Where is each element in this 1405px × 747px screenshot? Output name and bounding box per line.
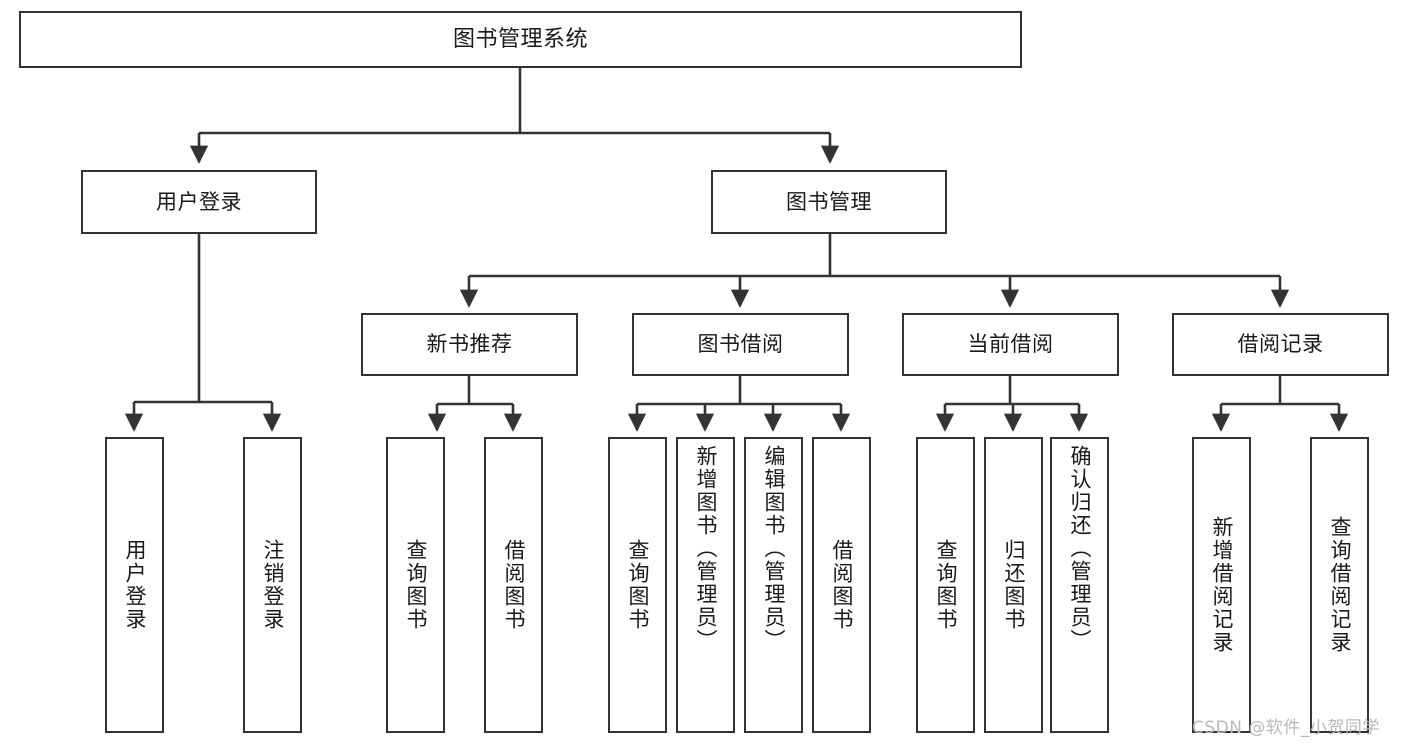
node-book-borrow[interactable]: 图书借阅 (632, 313, 849, 376)
csdn-watermark: CSDN @软件_小贺同学 (1192, 718, 1380, 738)
node-user-login-label: 用户登录 (156, 189, 242, 214)
node-leaf-query-record[interactable]: 查询借阅记录 (1310, 437, 1369, 733)
node-leaf-return-book[interactable]: 归还图书 (984, 437, 1043, 733)
node-leaf-add-book[interactable]: 新增图书（管理员） (676, 437, 735, 733)
node-leaf-query-book-2[interactable]: 查询图书 (608, 437, 667, 733)
node-leaf-query-record-label: 查询借阅记录 (1328, 516, 1352, 654)
node-leaf-borrow-book-2[interactable]: 借阅图书 (812, 437, 871, 733)
node-leaf-confirm-return-label: 确认归还（管理员） (1068, 445, 1092, 652)
node-root-label: 图书管理系统 (452, 26, 588, 52)
node-borrow-record[interactable]: 借阅记录 (1172, 313, 1389, 376)
node-leaf-query-book-1[interactable]: 查询图书 (386, 437, 445, 733)
node-new-book-rec-label: 新书推荐 (426, 332, 513, 357)
node-book-manage-label: 图书管理 (786, 189, 872, 214)
node-leaf-query-book-3[interactable]: 查询图书 (916, 437, 975, 733)
node-leaf-query-book-2-label: 查询图书 (626, 539, 650, 631)
node-user-login[interactable]: 用户登录 (81, 170, 317, 234)
node-book-borrow-label: 图书借阅 (697, 332, 784, 357)
node-root[interactable]: 图书管理系统 (19, 11, 1022, 68)
node-book-manage[interactable]: 图书管理 (711, 170, 947, 234)
node-leaf-add-record[interactable]: 新增借阅记录 (1192, 437, 1251, 733)
node-leaf-confirm-return[interactable]: 确认归还（管理员） (1050, 437, 1109, 733)
node-new-book-rec[interactable]: 新书推荐 (361, 313, 578, 376)
node-leaf-return-book-label: 归还图书 (1002, 539, 1026, 631)
node-leaf-query-book-1-label: 查询图书 (404, 539, 428, 631)
node-borrow-record-label: 借阅记录 (1237, 332, 1324, 357)
node-leaf-user-login[interactable]: 用户登录 (105, 437, 164, 733)
node-leaf-edit-book[interactable]: 编辑图书（管理员） (744, 437, 803, 733)
node-leaf-add-book-label: 新增图书（管理员） (694, 445, 718, 652)
node-leaf-query-book-3-label: 查询图书 (934, 539, 958, 631)
node-leaf-add-record-label: 新增借阅记录 (1210, 516, 1234, 654)
node-leaf-borrow-book-1-label: 借阅图书 (502, 539, 526, 631)
node-leaf-borrow-book-2-label: 借阅图书 (830, 539, 854, 631)
node-current-borrow-label: 当前借阅 (967, 332, 1054, 357)
node-leaf-edit-book-label: 编辑图书（管理员） (762, 445, 786, 652)
node-leaf-logout-label: 注销登录 (261, 539, 285, 631)
node-leaf-logout[interactable]: 注销登录 (243, 437, 302, 733)
node-leaf-borrow-book-1[interactable]: 借阅图书 (484, 437, 543, 733)
node-leaf-user-login-label: 用户登录 (123, 539, 147, 631)
node-current-borrow[interactable]: 当前借阅 (902, 313, 1119, 376)
